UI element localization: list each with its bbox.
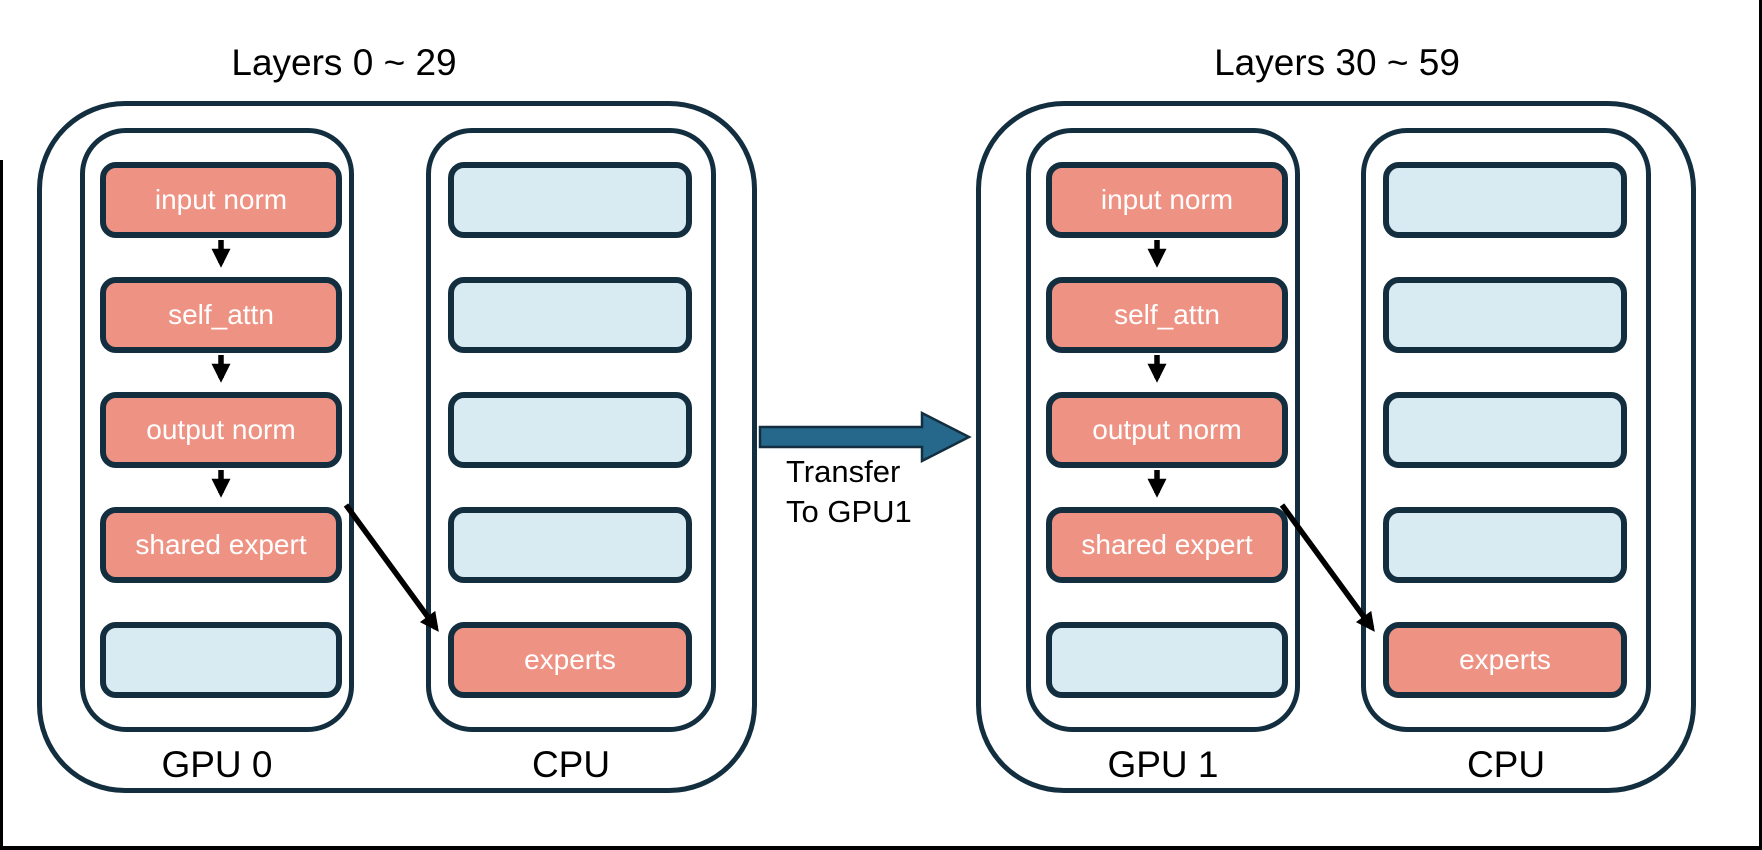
empty-slot [1383, 162, 1627, 238]
empty-slot [448, 277, 692, 353]
layers-range-title-left: Layers 0 ~ 29 [231, 42, 457, 83]
empty-slot [1046, 622, 1288, 698]
empty-slot [448, 162, 692, 238]
module-box-shared-expert: shared expert [100, 507, 342, 583]
screenshot-left-edge-line [0, 160, 3, 850]
transfer-annotation-line1: Transfer [786, 454, 901, 489]
empty-slot [1383, 277, 1627, 353]
module-box-output-norm: output norm [1046, 392, 1288, 468]
screenshot-right-edge-line [1759, 0, 1762, 850]
empty-slot [1383, 507, 1627, 583]
module-box-experts: experts [1383, 622, 1627, 698]
empty-slot [1383, 392, 1627, 468]
device-label-gpu0: GPU 0 [161, 744, 273, 785]
module-box-shared-expert: shared expert [1046, 507, 1288, 583]
cpu-column-right: experts [1361, 128, 1651, 732]
module-box-output-norm: output norm [100, 392, 342, 468]
device-label-gpu1: GPU 1 [1107, 744, 1219, 785]
module-box-input-norm: input norm [1046, 162, 1288, 238]
device-label-cpu-right: CPU [1466, 744, 1546, 785]
empty-slot [448, 507, 692, 583]
transfer-annotation: Transfer To GPU1 [786, 452, 912, 532]
module-box-input-norm: input norm [100, 162, 342, 238]
empty-slot [100, 622, 342, 698]
transfer-annotation-line2: To GPU1 [786, 494, 912, 529]
screenshot-bottom-edge-line [0, 846, 1762, 850]
module-box-self-attn: self_attn [100, 277, 342, 353]
module-box-experts: experts [448, 622, 692, 698]
module-box-self-attn: self_attn [1046, 277, 1288, 353]
device-label-cpu-left: CPU [531, 744, 611, 785]
gpu1-column: input norm self_attn output norm shared … [1026, 128, 1300, 732]
empty-slot [448, 392, 692, 468]
layers-range-title-right: Layers 30 ~ 59 [1214, 42, 1460, 83]
cpu-column-left: experts [426, 128, 716, 732]
gpu0-column: input norm self_attn output norm shared … [80, 128, 354, 732]
